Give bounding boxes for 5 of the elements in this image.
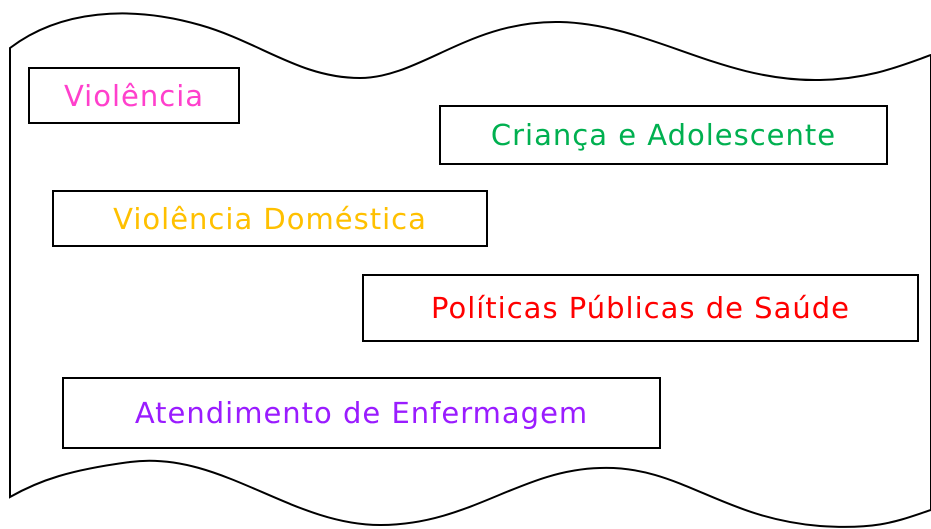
keyword-box: Atendimento de Enfermagem [62, 377, 661, 449]
keyword-box: Violência Doméstica [52, 190, 488, 247]
keyword-box: Criança e Adolescente [439, 105, 888, 165]
keyword-box: Violência [28, 67, 240, 124]
keyword-box: Políticas Públicas de Saúde [362, 274, 919, 342]
